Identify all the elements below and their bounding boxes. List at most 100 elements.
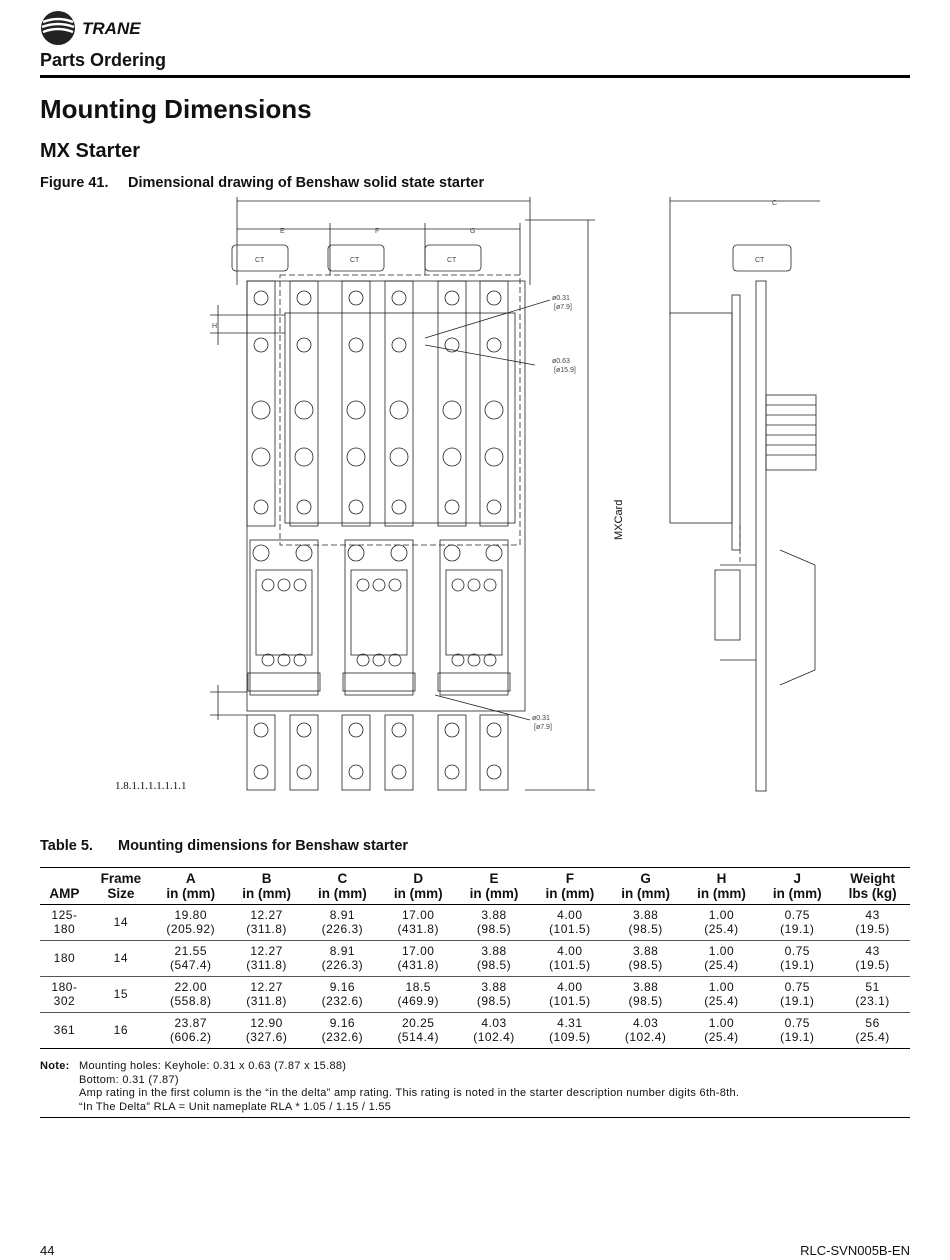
table-cell: 14: [88, 940, 153, 977]
column-header-line: in (mm): [772, 886, 822, 901]
table-cell-line: 0.75: [784, 980, 810, 994]
ct-label-2: CT: [350, 257, 360, 264]
page-subtitle: MX Starter: [40, 140, 141, 162]
table-cell: 12.27(311.8): [228, 940, 305, 977]
table-cell-line: (98.5): [628, 994, 663, 1008]
table-cell-line: 21.55: [174, 944, 208, 958]
note-line: Mounting holes: Keyhole: 0.31 x 0.63 (7.…: [79, 1060, 347, 1072]
column-header-line: in (mm): [242, 886, 291, 901]
page-title: Mounting Dimensions: [40, 94, 312, 124]
column-header-line: J: [793, 871, 802, 886]
table-cell-line: 1.00: [708, 908, 735, 922]
table-cell-line: (469.9): [397, 994, 439, 1008]
page-number: 44: [40, 1243, 55, 1258]
table-cell-line: 4.00: [557, 980, 583, 994]
table-cell-line: (25.4): [704, 958, 739, 972]
note-rule: [40, 1117, 910, 1118]
column-header: AMP: [40, 867, 89, 905]
table-cell-line: 1.00: [708, 1016, 735, 1030]
table-cell-line: (311.8): [246, 994, 287, 1008]
table-cell: 4.31(109.5): [531, 1012, 608, 1049]
table-cell-line: 4.00: [557, 908, 583, 922]
table-cell-line: (109.5): [549, 1030, 591, 1044]
figure-title: Dimensional drawing of Benshaw solid sta…: [128, 175, 485, 191]
table-cell-line: (205.92): [166, 922, 216, 936]
table-cell-line: (19.1): [780, 1030, 815, 1044]
table-cell-line: 14: [113, 951, 129, 965]
hole-label-3: ø0.31: [532, 715, 550, 722]
table-cell-line: 12.90: [250, 1016, 283, 1030]
table-cell-line: (558.8): [170, 994, 212, 1008]
table-cell-line: 3.88: [481, 908, 507, 922]
table-cell-line: 0.75: [784, 908, 810, 922]
table-cell-line: 43: [865, 908, 880, 922]
column-header-line: C: [337, 871, 348, 886]
column-header-line: B: [261, 871, 272, 886]
column-header-line: in (mm): [318, 886, 367, 901]
table-cell-line: (232.6): [321, 1030, 364, 1044]
table-cell: 43(19.5): [835, 904, 910, 941]
table-cell-line: 20.25: [401, 1016, 435, 1030]
table-cell: 4.00(101.5): [531, 904, 608, 941]
table-cell-line: 180-: [51, 980, 78, 994]
table-cell-line: 17.00: [401, 908, 435, 922]
table-cell-line: (102.4): [624, 1030, 667, 1044]
column-header-line: Weight: [850, 871, 895, 886]
table-cell: 17.00(431.8): [380, 940, 457, 977]
table-cell-line: (101.5): [549, 994, 591, 1008]
dim-c-side-label: C: [772, 200, 777, 207]
table-cell: 125-180: [40, 904, 89, 941]
column-header-line: Frame: [100, 871, 142, 886]
column-header-line: lbs (kg): [848, 886, 897, 901]
table-title: Mounting dimensions for Benshaw starter: [118, 838, 409, 854]
table-cell-line: 19.80: [174, 908, 208, 922]
table-cell: 4.00(101.5): [531, 976, 608, 1013]
table-cell-line: 4.00: [557, 944, 583, 958]
table-cell: 8.91(226.3): [304, 904, 381, 941]
column-header-line: A: [185, 871, 196, 886]
table-cell: 15: [88, 976, 153, 1013]
mxcard-label: MXCard: [613, 500, 625, 540]
table-cell: 17.00(431.8): [380, 904, 457, 941]
table-cell-line: 4.31: [557, 1016, 583, 1030]
table-cell: 3.88(98.5): [607, 904, 684, 941]
table-cell-line: 22.00: [174, 980, 208, 994]
trane-logo-icon: TRANE: [41, 11, 141, 45]
table-cell: 1.00(25.4): [683, 904, 760, 941]
table-cell-line: (606.2): [170, 1030, 212, 1044]
dim-e-label: E: [280, 228, 285, 235]
note-line: “In The Delta” RLA = Unit nameplate RLA …: [79, 1100, 392, 1113]
column-header-line: Size: [107, 886, 135, 901]
table-cell-line: 0.75: [784, 944, 810, 958]
table-cell: 0.75(19.1): [759, 976, 836, 1013]
table-cell-line: (25.4): [855, 1030, 890, 1044]
table-cell-line: (23.1): [855, 994, 890, 1008]
table-cell: 3.88(98.5): [456, 940, 532, 977]
ct-label-1: CT: [255, 257, 265, 264]
note-line: Bottom: 0.31 (7.87): [79, 1073, 179, 1086]
table-cell-line: (327.6): [245, 1030, 288, 1044]
table-cell: 12.27(311.8): [228, 904, 305, 941]
column-header-line: in (mm): [545, 886, 595, 901]
table-cell-line: 15: [113, 987, 129, 1001]
table-cell-line: 3.88: [481, 980, 507, 994]
table-cell-line: (101.5): [549, 922, 591, 936]
table-cell-line: (226.3): [321, 958, 364, 972]
table-cell: 4.03(102.4): [456, 1012, 532, 1049]
table-cell: 1.00(25.4): [683, 1012, 760, 1049]
table-cell: 22.00(558.8): [152, 976, 229, 1013]
table-cell-line: (25.4): [704, 922, 739, 936]
table-caption: Table 5.Mounting dimensions for Benshaw …: [40, 838, 408, 854]
table-cell: 180: [40, 940, 89, 977]
table-cell-line: 3.88: [632, 908, 659, 922]
table-cell: 19.80(205.92): [152, 904, 229, 941]
hole-label-1: ø0.31: [552, 295, 570, 302]
